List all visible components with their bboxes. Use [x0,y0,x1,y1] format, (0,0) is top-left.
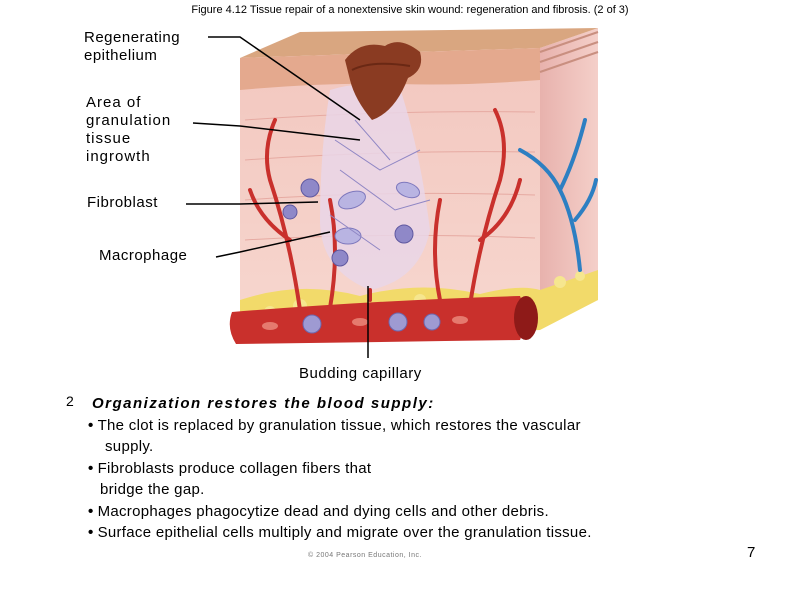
label-granulation-tissue: Area of granulation tissue ingrowth [86,94,171,166]
label-line: Area of [86,94,142,111]
bullet-glyph: • [88,503,94,520]
bullet-item: •Surface epithelial cells multiply and m… [88,522,728,543]
label-line: granulation [86,112,172,129]
bullet-item: •Macrophages phagocytize dead and dying … [88,501,688,522]
epidermis-surface [240,28,598,58]
bullet-text: bridge the gap. [100,481,205,498]
blood-vessel [229,296,525,344]
label-line: Regenerating [84,29,181,46]
label-macrophage: Macrophage [99,247,188,264]
scab [345,42,422,120]
figure-title: Figure 4.12 Tissue repair of a nonextens… [191,4,629,16]
copyright-notice: © 2004 Pearson Education, Inc. [308,552,422,559]
bullet-text: Fibroblasts produce collagen fibers that [97,460,372,477]
label-budding-capillary: Budding capillary [299,365,422,382]
vessel-opening [514,296,538,340]
bullet-text: Macrophages phagocytize dead and dying c… [97,503,549,520]
bullet-item: •The clot is replaced by granulation tis… [88,415,688,457]
bullet-glyph: • [88,524,94,541]
bullet-glyph: • [88,417,94,434]
label-line: tissue [86,130,132,147]
bullet-text: supply. [105,438,154,455]
label-fibroblast: Fibroblast [87,194,158,211]
bullet-text: Surface epithelial cells multiply and mi… [97,524,592,541]
bullet-item: •Fibroblasts produce collagen fibers tha… [88,458,688,500]
step-heading: Organization restores the blood supply: [92,395,435,412]
label-line: ingrowth [86,148,151,165]
bullet-text: The clot is replaced by granulation tiss… [97,417,581,434]
capillaries [248,108,522,312]
vein [518,118,598,272]
label-line: epithelium [84,47,158,64]
leader-lines [186,36,369,358]
bullet-glyph: • [88,460,94,477]
cells [282,119,431,267]
step-number: 2 [66,393,74,409]
page-number: 7 [747,544,756,561]
label-regenerating-epithelium: Regenerating epithelium [84,29,180,65]
